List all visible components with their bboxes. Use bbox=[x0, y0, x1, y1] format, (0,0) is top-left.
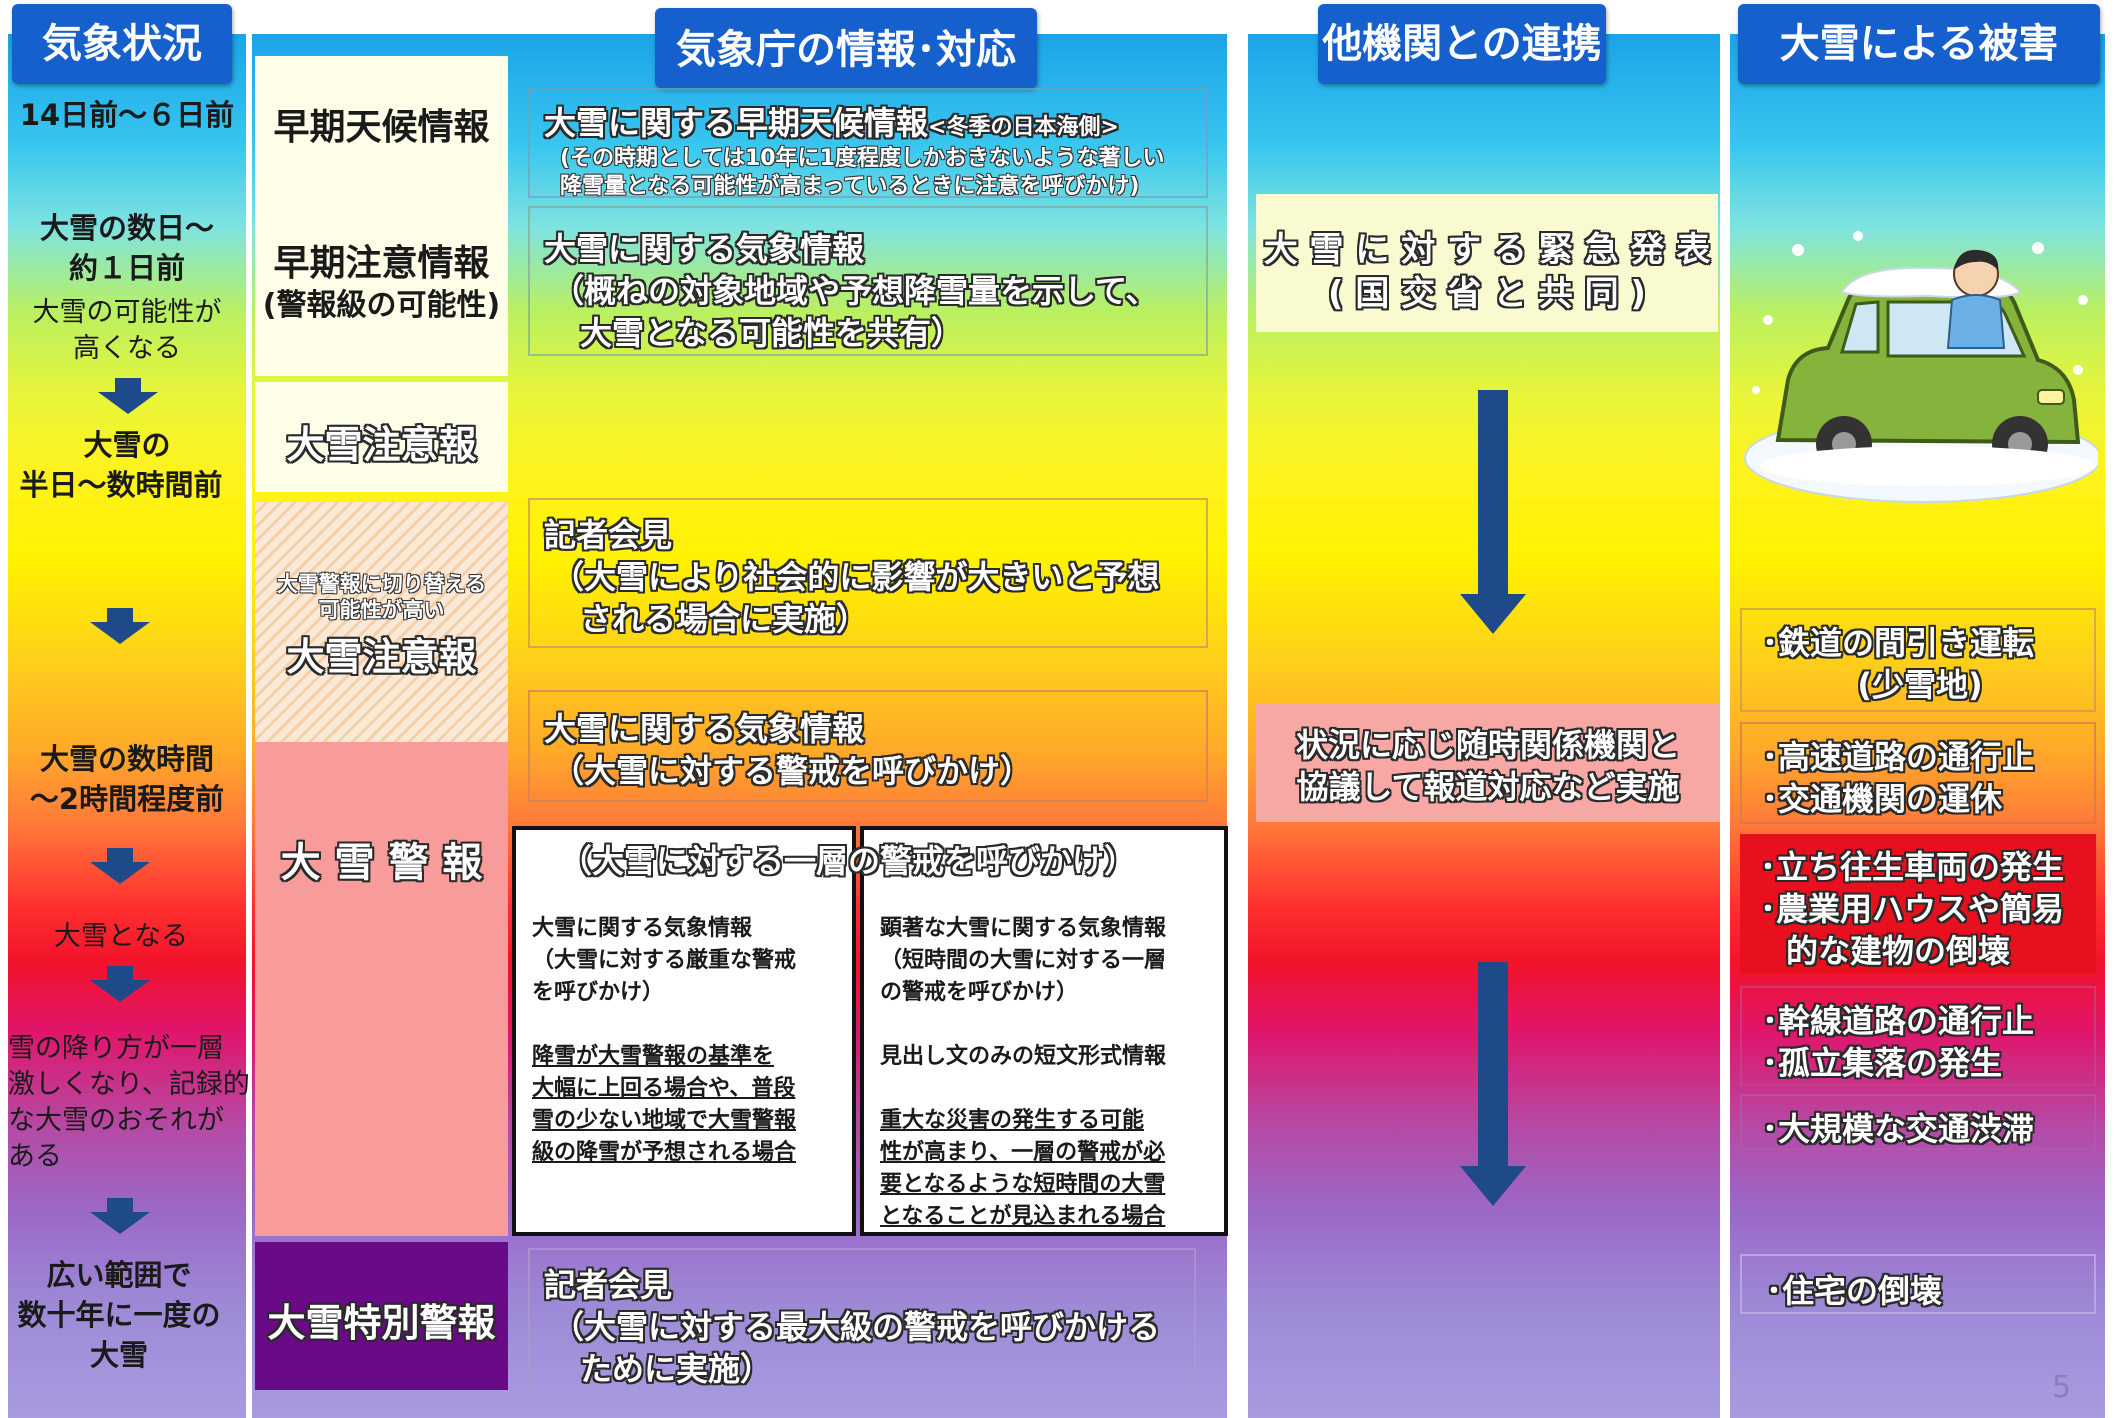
info-heightened-caution-heading: （大雪に対する一層の警戒を呼びかけ） bbox=[560, 842, 1137, 880]
weather-stage-7-1: 広い範囲で bbox=[46, 1258, 192, 1292]
damage-item-4: ･幹線道路の通行止 ･孤立集落の発生 bbox=[1740, 986, 2096, 1086]
info-early-weather: 大雪に関する早期天候情報<冬季の日本海側> (その時期としては10年に1度程度し… bbox=[528, 88, 1208, 199]
weather-column-bg bbox=[8, 34, 246, 1418]
weather-stage-7-2: 数十年に一度の bbox=[17, 1298, 221, 1332]
level-early-warning: 早期注意情報 (警報級の可能性) bbox=[255, 184, 508, 376]
info-remarkable-snow-detail-box: 顕著な大雪に関する気象情報 （短時間の大雪に対する一層 の警戒を呼びかけ） 見出… bbox=[860, 826, 1228, 1236]
header-damage: 大雪による被害 bbox=[1738, 4, 2100, 84]
damage-column-bg bbox=[1730, 34, 2105, 1418]
level-special-warning: 大雪特別警報 bbox=[255, 1242, 508, 1390]
info-press-conference-1: 記者会見 （大雪により社会的に影響が大きいと予想 される場合に実施） bbox=[528, 498, 1208, 648]
weather-stage-2-sub-1: 大雪の可能性が bbox=[32, 297, 222, 328]
info-early-weather-note: <冬季の日本海側> bbox=[928, 115, 1119, 140]
snowed-in-car-illustration bbox=[1738, 230, 2102, 510]
level-advisory-switch: 大雪警報に切り替える 可能性が高い 大雪注意報 bbox=[255, 502, 508, 742]
weather-stage-2-title-1: 大雪の数日～ bbox=[39, 211, 214, 245]
weather-stage-6-1: 雪の降り方が一層 bbox=[8, 1033, 224, 1064]
weather-stage-1: 14日前～６日前 bbox=[19, 98, 235, 132]
weather-stage-5: 大雪となる bbox=[53, 921, 189, 952]
level-warning: 大 雪 警 報 bbox=[255, 742, 508, 1236]
level-early-weather: 早期天候情報 bbox=[255, 56, 508, 184]
weather-stage-6-3: な大雪のおそれが bbox=[8, 1105, 224, 1136]
weather-stage-4-1: 大雪の数時間 bbox=[39, 742, 214, 776]
weather-stage-6-2: 激しくなり、記録的 bbox=[8, 1069, 250, 1100]
damage-item-3: ･立ち往生車両の発生 ･農業用ハウスや簡易 的な建物の倒壊 bbox=[1740, 834, 2096, 974]
weather-stage-7-3: 大雪 bbox=[89, 1338, 148, 1372]
damage-item-1: ･鉄道の間引き運転 (少雪地) bbox=[1740, 608, 2096, 712]
level-advisory: 大雪注意報 bbox=[255, 382, 508, 492]
weather-stage-3-2: 半日～数時間前 bbox=[19, 468, 223, 502]
header-cooperation: 他機関との連携 bbox=[1318, 4, 1606, 84]
header-jma: 気象庁の情報･対応 bbox=[655, 8, 1037, 88]
weather-stage-2-sub-2: 高くなる bbox=[73, 333, 181, 364]
cooperation-emergency-announcement: 大 雪 に 対 す る 緊 急 発 表 ( 国 交 省 と 共 同 ) bbox=[1256, 194, 1718, 332]
page-number: 5 bbox=[2052, 1370, 2072, 1405]
info-weather-info-1: 大雪に関する気象情報 （概ねの対象地域や予想降雪量を示して、 大雪となる可能性を… bbox=[528, 206, 1208, 356]
header-weather: 気象状況 bbox=[12, 4, 232, 84]
info-weather-info-2: 大雪に関する気象情報 （大雪に対する警戒を呼びかけ） bbox=[528, 690, 1208, 802]
weather-stage-2-title-2: 約１日前 bbox=[68, 251, 185, 285]
info-press-conference-2: 記者会見 （大雪に対する最大級の警戒を呼びかける ために実施） bbox=[528, 1248, 1196, 1398]
weather-stage-4-2: ～2時間程度前 bbox=[29, 782, 225, 816]
weather-stage-6-4: ある bbox=[8, 1141, 62, 1172]
weather-stage-3-1: 大雪の bbox=[83, 428, 171, 462]
info-early-weather-title: 大雪に関する早期天候情報 bbox=[544, 104, 929, 142]
info-heavy-snow-detail-box: 大雪に関する気象情報 （大雪に対する厳重な警戒 を呼びかけ） 降雪が大雪警報の基… bbox=[512, 826, 856, 1236]
cooperation-consult-agencies: 状況に応じ随時関係機関と 協議して報道対応など実施 bbox=[1256, 704, 1720, 822]
damage-item-5: ･大規模な交通渋滞 bbox=[1740, 1094, 2096, 1150]
damage-item-2: ･高速道路の通行止 ･交通機関の運休 bbox=[1740, 722, 2096, 824]
damage-item-6: ･住宅の倒壊 bbox=[1740, 1254, 2096, 1314]
